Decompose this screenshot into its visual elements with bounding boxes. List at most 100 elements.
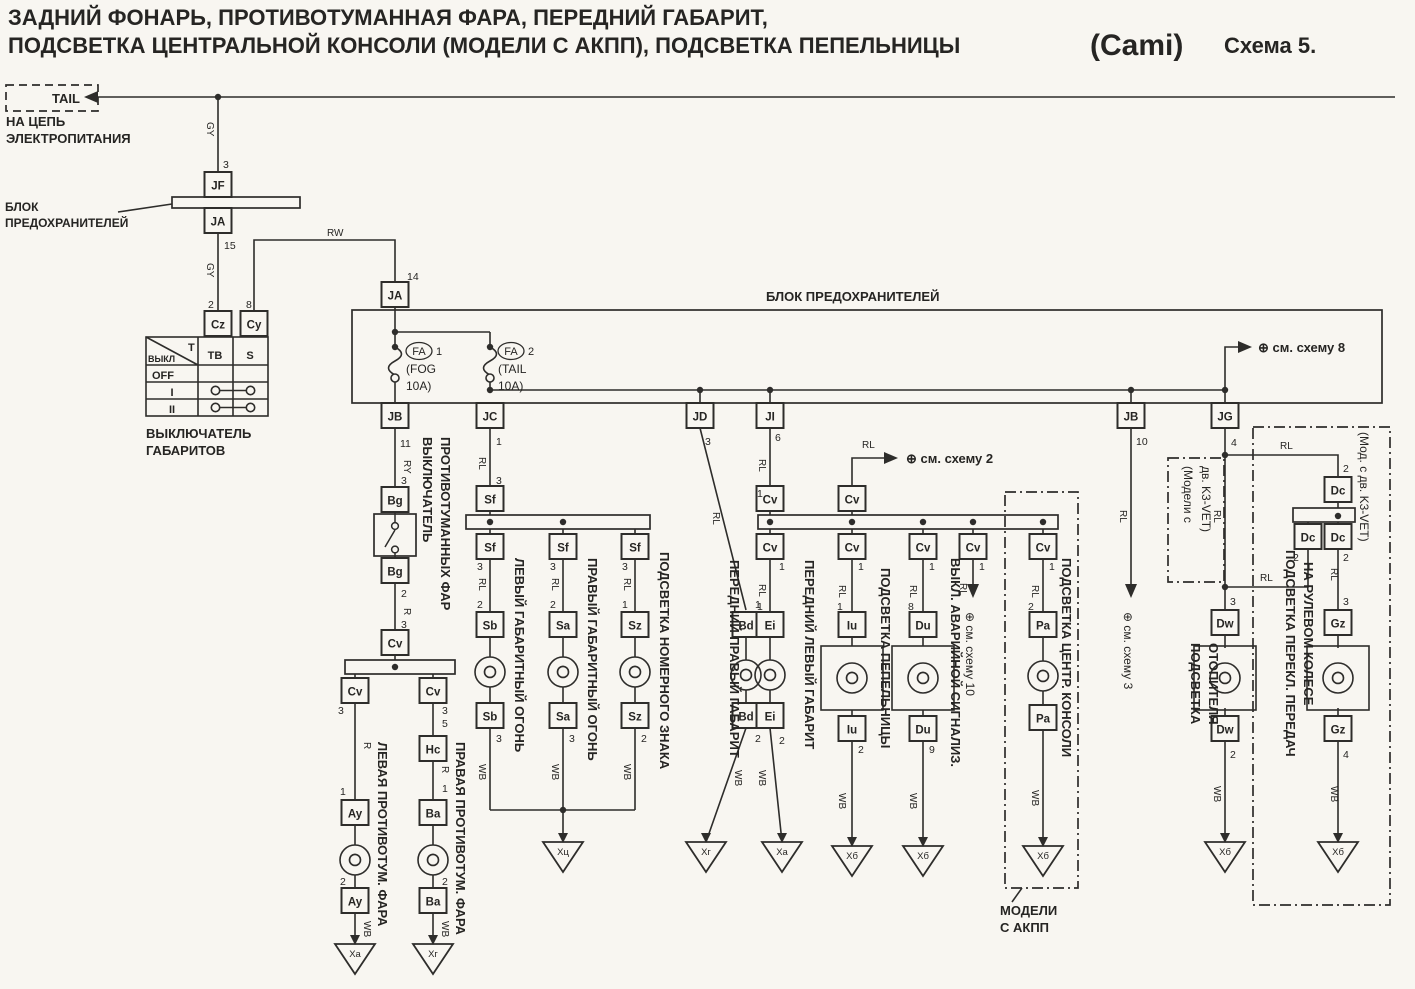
akpp-dashdot-box bbox=[1004, 491, 1079, 889]
connector-cv: Cv bbox=[340, 677, 370, 704]
scheme2-arrowhead bbox=[884, 452, 898, 464]
connector-gz: Gz bbox=[1323, 609, 1353, 636]
connector-code: Sz bbox=[628, 621, 642, 633]
connector-box bbox=[340, 887, 370, 914]
connector-box bbox=[475, 533, 505, 560]
diagram-label: 1 bbox=[755, 599, 761, 611]
diagram-label: ПЕРЕДНИЙ ЛЕВЫЙ ГАБАРИТ bbox=[802, 560, 817, 749]
lamp-symbol bbox=[474, 656, 506, 688]
diagram-label: ПОДСВЕТКА bbox=[1188, 643, 1203, 725]
junction-dot bbox=[696, 386, 704, 394]
connector-box bbox=[203, 171, 233, 198]
connector-cy: Cy bbox=[239, 310, 269, 337]
ground-symbol: Хг bbox=[684, 833, 728, 874]
diagram-label: 3 bbox=[223, 159, 229, 171]
label-layer: НА ЦЕПЬЭЛЕКТРОПИТАНИЯTAILБЛОКПРЕДОХРАНИТ… bbox=[5, 91, 1371, 937]
connector-box bbox=[908, 611, 938, 638]
diagram-label: RY bbox=[401, 460, 412, 474]
connector-code: Du bbox=[915, 725, 930, 737]
lamp-housing bbox=[1306, 645, 1370, 711]
connector-box bbox=[1210, 609, 1240, 636]
connector-code: Hc bbox=[426, 745, 441, 757]
connector-code: Bd bbox=[738, 712, 753, 724]
junction-dot bbox=[486, 518, 494, 526]
lamp-symbol bbox=[339, 844, 371, 876]
connector-box bbox=[418, 677, 448, 704]
diagram-label: 2 bbox=[858, 744, 864, 756]
connector-dw: Dw bbox=[1210, 715, 1240, 742]
lamp-layer bbox=[339, 645, 1370, 876]
connector-box bbox=[475, 485, 505, 512]
diagram-label: 1 bbox=[757, 488, 763, 500]
junction-dot bbox=[391, 328, 399, 336]
connector-code: Sa bbox=[556, 621, 571, 633]
diagram-label: ⊕ см. схему 8 bbox=[1258, 340, 1345, 355]
ground-code: Хг bbox=[428, 949, 438, 960]
diagram-label: 2 bbox=[1028, 601, 1034, 613]
connector-cv: Cv bbox=[1028, 533, 1058, 560]
junction-dot bbox=[919, 518, 927, 526]
connector-du: Du bbox=[908, 715, 938, 742]
connector-box bbox=[203, 207, 233, 234]
connector-ei: Ei bbox=[755, 611, 785, 638]
connector-box bbox=[908, 533, 938, 560]
diagram-label: TB bbox=[208, 350, 223, 362]
ground-code: Хг bbox=[701, 847, 711, 858]
diagram-label: WB bbox=[732, 770, 743, 786]
switch-table bbox=[145, 336, 269, 417]
diagram-label: RL bbox=[756, 459, 767, 472]
lamp-symbol bbox=[619, 656, 651, 688]
connector-bd: Bd bbox=[731, 702, 761, 729]
diagram-label: S bbox=[246, 350, 253, 362]
diagram-label: TAIL bbox=[52, 91, 80, 106]
connector-code: Cv bbox=[348, 687, 363, 699]
connector-box bbox=[340, 799, 370, 826]
lamp-symbol bbox=[730, 659, 762, 691]
connector-box bbox=[755, 702, 785, 729]
connector-box bbox=[958, 533, 988, 560]
diagram-label: 2 bbox=[641, 733, 647, 745]
connector-code: Gz bbox=[1331, 619, 1346, 631]
scheme8-arrowhead bbox=[1238, 341, 1252, 353]
connector-bg: Bg bbox=[380, 557, 410, 584]
diagram-label: 3 bbox=[401, 475, 407, 487]
connector-sf: Sf bbox=[475, 533, 505, 560]
connector-code: Cy bbox=[247, 320, 262, 332]
diagram-label: RL bbox=[476, 457, 487, 470]
connector-box bbox=[380, 281, 410, 308]
connector-code: Ay bbox=[348, 897, 363, 909]
ground-code: Хб bbox=[1219, 847, 1231, 858]
connector-box bbox=[837, 533, 867, 560]
diagram-label: 1 bbox=[442, 783, 448, 795]
connector-box bbox=[1323, 523, 1353, 550]
connector-box bbox=[1028, 704, 1058, 731]
diagram-label: 4 bbox=[1343, 749, 1349, 761]
junction-dot bbox=[766, 386, 774, 394]
connector-jf: JF bbox=[203, 171, 233, 198]
connector-box bbox=[620, 611, 650, 638]
connector-code: JG bbox=[1217, 412, 1232, 424]
connector-code: Sb bbox=[483, 621, 498, 633]
connector-du: Du bbox=[908, 611, 938, 638]
diagram-label: ЭЛЕКТРОПИТАНИЯ bbox=[6, 131, 131, 146]
connector-box bbox=[340, 677, 370, 704]
switch-table-grid bbox=[145, 336, 268, 416]
connector-box bbox=[475, 402, 505, 429]
connector-code: Pa bbox=[1036, 621, 1051, 633]
connector-cz: Cz bbox=[203, 310, 233, 337]
connector-dc: Dc bbox=[1293, 523, 1323, 550]
fa2-oval bbox=[497, 341, 525, 361]
diagram-label: ПОДСВЕТКА ПЕПЕЛЬНИЦЫ bbox=[878, 568, 893, 748]
connector-box bbox=[475, 611, 505, 638]
diagram-label: 1 bbox=[837, 601, 843, 613]
junction-dot bbox=[848, 518, 856, 526]
ground-code: Ха bbox=[349, 949, 361, 960]
diagram-label: ОТОПИТЕЛЯ bbox=[1206, 643, 1221, 725]
diagram-label: 1 bbox=[858, 561, 864, 573]
diagram-label: 3 bbox=[569, 733, 575, 745]
diagram-label: 3 bbox=[550, 561, 556, 573]
fog-switch-symbol bbox=[384, 514, 400, 556]
ground-symbol: Хц bbox=[541, 833, 585, 874]
